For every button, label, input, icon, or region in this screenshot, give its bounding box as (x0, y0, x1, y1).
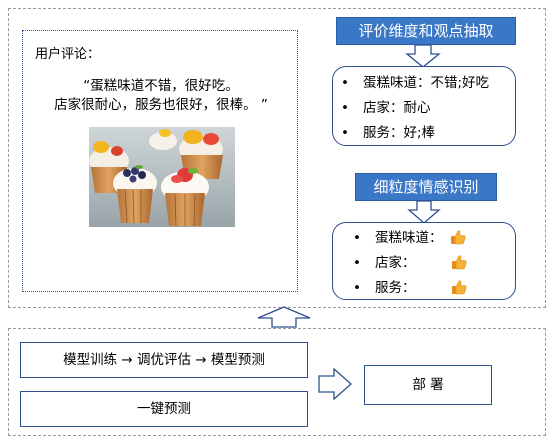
aspect-item-text: 蛋糕味道：不错;好吃 (363, 75, 490, 91)
deploy-box: 部 署 (364, 365, 492, 405)
sentiment-item: 店家： (333, 251, 515, 276)
review-box: 用户评论： “蛋糕味道不错，很好吃。 店家很耐心，服务也很好，很棒。 ” (22, 30, 298, 292)
model-pipeline-text: 模型训练 → 调优评估 → 模型预测 (63, 352, 265, 368)
aspect-item: 服务：好;棒 (333, 121, 515, 146)
review-quote-line-2: 店家很耐心，服务也很好，很棒。 ” (54, 97, 268, 113)
review-label: 用户评论： (35, 47, 101, 62)
one-click-predict-box: 一键预测 (20, 391, 308, 427)
cupcake-photo (89, 127, 235, 227)
sentiment-title: 细粒度情感识别 (355, 173, 497, 201)
thumbs-up-icon (452, 280, 467, 295)
one-click-predict-text: 一键预测 (137, 401, 191, 417)
sentiment-box: 蛋糕味道： 店家： 服务： (332, 222, 516, 301)
model-pipeline-box: 模型训练 → 调优评估 → 模型预测 (20, 342, 308, 378)
sentiment-item-text: 蛋糕味道： (375, 230, 443, 246)
aspect-item: 蛋糕味道：不错;好吃 (333, 71, 515, 96)
down-arrow-1 (405, 44, 441, 68)
sentiment-item: 服务： (333, 276, 515, 301)
right-arrow (318, 368, 352, 400)
bottom-dashed-container (8, 328, 546, 436)
aspect-item-text: 服务：好;棒 (363, 125, 436, 141)
down-arrow-2 (407, 200, 441, 224)
up-arrow (257, 306, 311, 328)
top-dashed-container (8, 8, 546, 308)
thumbs-up-icon (452, 255, 467, 270)
deploy-text: 部 署 (412, 377, 444, 393)
sentiment-item-text: 店家： (375, 255, 416, 271)
sentiment-item-text: 服务： (375, 280, 416, 296)
sentiment-item: 蛋糕味道： (333, 226, 515, 251)
aspect-item-text: 店家：耐心 (363, 100, 431, 116)
aspect-item: 店家：耐心 (333, 96, 515, 121)
aspect-extraction-title: 评价维度和观点抽取 (336, 17, 516, 45)
aspect-extraction-box: 蛋糕味道：不错;好吃 店家：耐心 服务：好;棒 (332, 66, 516, 146)
review-quote-line-1: “蛋糕味道不错，很好吃。 (83, 78, 239, 94)
thumbs-up-icon (450, 230, 466, 245)
